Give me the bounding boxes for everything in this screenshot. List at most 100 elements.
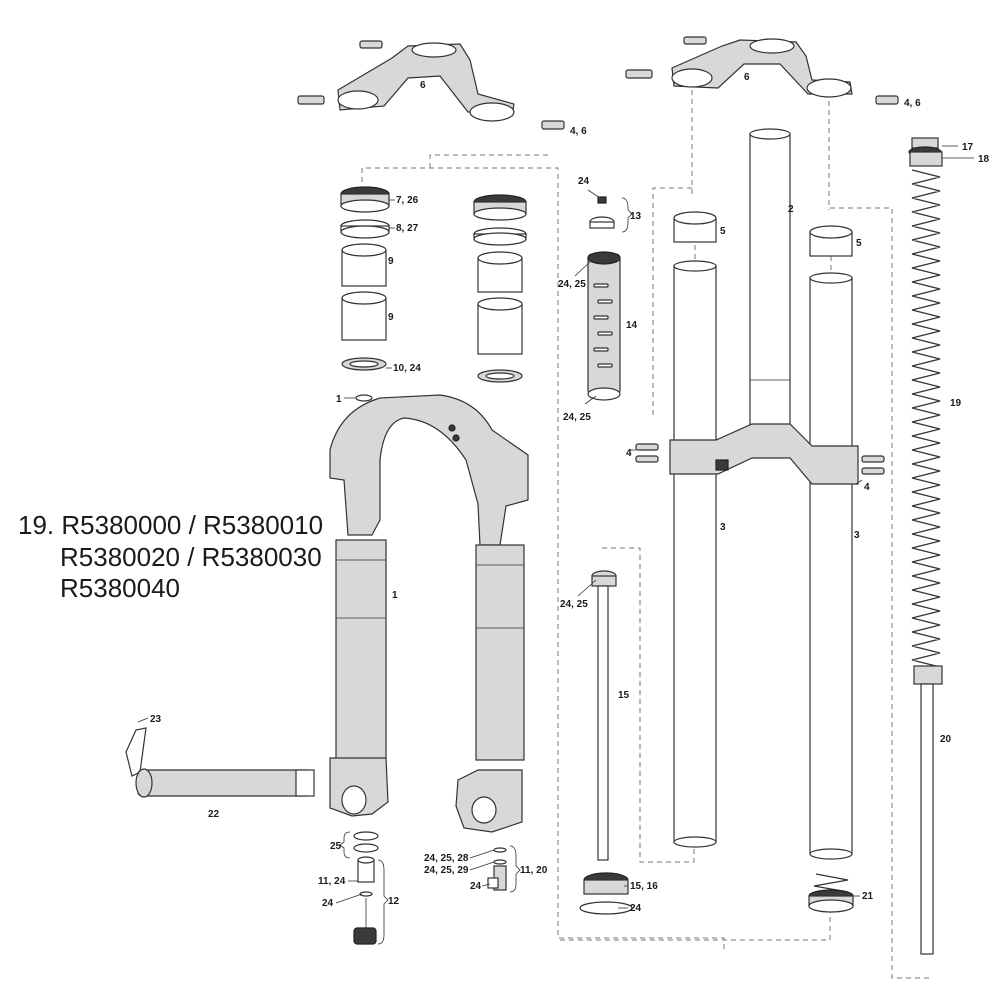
callout-10-24: 10, 24: [393, 363, 421, 374]
note-line-3: R5380040: [60, 573, 180, 603]
spring-retainer: [913, 665, 943, 685]
bolt: [683, 36, 707, 45]
bushing-top: [341, 291, 387, 305]
callout-24-right: 24: [470, 881, 482, 892]
fork-arch: [329, 394, 529, 546]
seal-bottom: [473, 207, 527, 221]
bushing-top: [341, 243, 387, 257]
steerer-clamp: [749, 38, 795, 54]
shaft-bolt-top: [357, 856, 375, 864]
stanchion-assembly: [635, 128, 885, 860]
callout-24-25-28: 24, 25, 28: [424, 853, 469, 864]
callout-6-left: 6: [420, 80, 426, 91]
callout-24-25-29: 24, 25, 29: [424, 865, 469, 876]
crown-clamp: [337, 90, 379, 110]
stanchion-left-top: [673, 260, 717, 272]
bushing: [341, 297, 387, 341]
axle-lever: [125, 727, 147, 777]
bleed-port: [452, 434, 460, 442]
lower-leg-right: [475, 544, 525, 761]
note-line-1: 19. R5380000 / R5380010: [18, 510, 323, 540]
leader-lines: [137, 145, 974, 945]
callout-20: 20: [940, 734, 952, 745]
callout-24-bottom: 24: [630, 903, 642, 914]
bushing-top: [477, 297, 523, 311]
crown-right-group: [625, 36, 899, 105]
coil-spring: [911, 169, 941, 668]
crown-left-group: [297, 40, 565, 130]
base-valve-body: [583, 879, 629, 895]
callout-22: 22: [208, 809, 220, 820]
callout-25: 25: [330, 841, 342, 852]
callout-5-left: 5: [720, 226, 726, 237]
bushing: [477, 303, 523, 355]
note-line-2: R5380020 / R5380030: [60, 542, 322, 572]
callout-14: 14: [626, 320, 638, 331]
o-ring: [493, 847, 507, 853]
small-washer: [359, 891, 373, 897]
crown-clamp: [671, 68, 713, 88]
steerer-clamp: [411, 42, 457, 58]
assembly-guide-lines: [361, 90, 930, 979]
bolt: [861, 455, 885, 463]
bolt: [297, 95, 325, 105]
callout-21: 21: [862, 891, 874, 902]
callout-13: 13: [630, 211, 642, 222]
callout-4-6-right: 4, 6: [904, 98, 921, 109]
damper-bottom: [587, 387, 621, 401]
callout-2: 2: [788, 204, 794, 215]
callout-15-16: 15, 16: [630, 881, 658, 892]
bolt: [861, 467, 885, 475]
bottom-out-bumper: [808, 873, 854, 913]
bleed-port: [448, 424, 456, 432]
steerer-top: [749, 128, 791, 140]
rebound-shaft: [579, 570, 633, 915]
crown-clamp: [469, 102, 515, 122]
spring-rod: [920, 683, 934, 955]
bumper-bottom: [808, 899, 854, 913]
stanchion-right: [809, 277, 853, 855]
callout-4-left: 4: [626, 448, 632, 459]
callout-19: 19: [950, 398, 962, 409]
foam-ring-bottom: [473, 232, 527, 246]
o-ring: [353, 843, 379, 853]
stanchion-right-bottom: [809, 848, 853, 860]
steerer-tube: [749, 133, 791, 433]
callouts: 6 4, 6 6 4, 6 7, 26 8, 27 9 9 10, 24 1 1…: [150, 72, 990, 914]
small-screw: [597, 196, 607, 204]
lower-leg-left: [335, 539, 387, 761]
callout-24-top: 24: [578, 176, 590, 187]
callout-15: 15: [618, 690, 630, 701]
foam-ring-bottom: [340, 225, 390, 239]
callout-1-top: 1: [336, 394, 342, 405]
callout-3-right: 3: [854, 530, 860, 541]
lower-leg-assembly: [329, 394, 529, 833]
callout-1-leg: 1: [392, 590, 398, 601]
shaft-piston-body: [591, 575, 617, 587]
axle-hole: [341, 785, 367, 815]
part-number-note: 19. R5380000 / R5380010 R5380020 / R5380…: [18, 510, 323, 603]
callout-9b: 9: [388, 312, 394, 323]
callout-11-20: 11, 20: [520, 865, 548, 876]
bolt: [359, 40, 383, 49]
bolt: [635, 455, 659, 463]
stanchion-right-top: [809, 272, 853, 284]
top-cap-body: [909, 151, 943, 167]
left-bottom-hardware: [353, 831, 379, 945]
seal-bottom: [340, 199, 390, 213]
bushing: [341, 249, 387, 287]
washer-hole: [349, 360, 379, 368]
callout-24-25-c: 24, 25: [560, 599, 588, 610]
callout-7-26: 7, 26: [396, 195, 419, 206]
crown-clamp: [806, 78, 852, 98]
bushing-5-left-top: [673, 211, 717, 225]
thru-axle: [125, 727, 315, 798]
callout-24-low: 24: [322, 898, 334, 909]
bushing-stack-left: [340, 186, 390, 371]
bolt: [625, 69, 653, 79]
stanchion-left-bottom: [673, 836, 717, 848]
bolt: [541, 120, 565, 130]
axle-shaft: [137, 769, 311, 797]
